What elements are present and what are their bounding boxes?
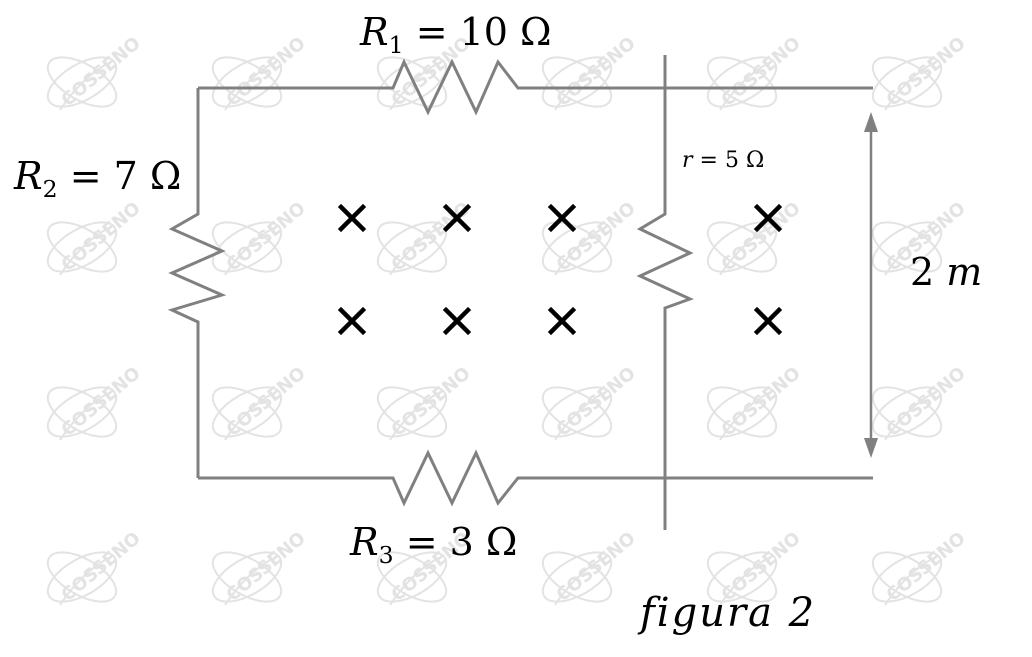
field-into-page-mark (337, 306, 367, 336)
r1-value: = 10 Ω (403, 10, 552, 54)
rod-resistance-value: = 5 Ω (692, 148, 765, 173)
r1-label: R1 = 10 Ω (360, 10, 552, 59)
field-into-page-mark (337, 203, 367, 233)
left-wire (167, 88, 227, 478)
bottom-wire (198, 449, 873, 507)
sliding-rod (636, 55, 694, 530)
distance-value: 2 (910, 250, 935, 294)
r3-subscript: 3 (378, 541, 394, 570)
field-into-page-mark (442, 203, 472, 233)
rod-resistance-label: r = 5 Ω (682, 148, 764, 173)
rod-resistance-symbol: r (682, 148, 693, 173)
field-into-page-mark (547, 306, 577, 336)
r2-symbol: R (14, 154, 43, 198)
distance-label: 2 m (910, 250, 982, 294)
r1-subscript: 1 (388, 31, 404, 60)
field-into-page-mark (753, 203, 783, 233)
r2-value: = 7 Ω (57, 154, 182, 198)
figure-caption: figura 2 (640, 590, 817, 636)
distance-arrow (864, 112, 878, 458)
field-into-page-mark (753, 306, 783, 336)
r3-label: R3 = 3 Ω (350, 520, 517, 569)
top-wire (198, 58, 873, 116)
distance-unit: m (934, 250, 983, 294)
r2-subscript: 2 (42, 175, 58, 204)
r2-label: R2 = 7 Ω (14, 154, 181, 203)
field-into-page-mark (442, 306, 472, 336)
r3-value: = 3 Ω (393, 520, 518, 564)
magnetic-field-marks (337, 203, 783, 336)
r3-symbol: R (350, 520, 379, 564)
r1-symbol: R (360, 10, 389, 54)
field-into-page-mark (547, 203, 577, 233)
